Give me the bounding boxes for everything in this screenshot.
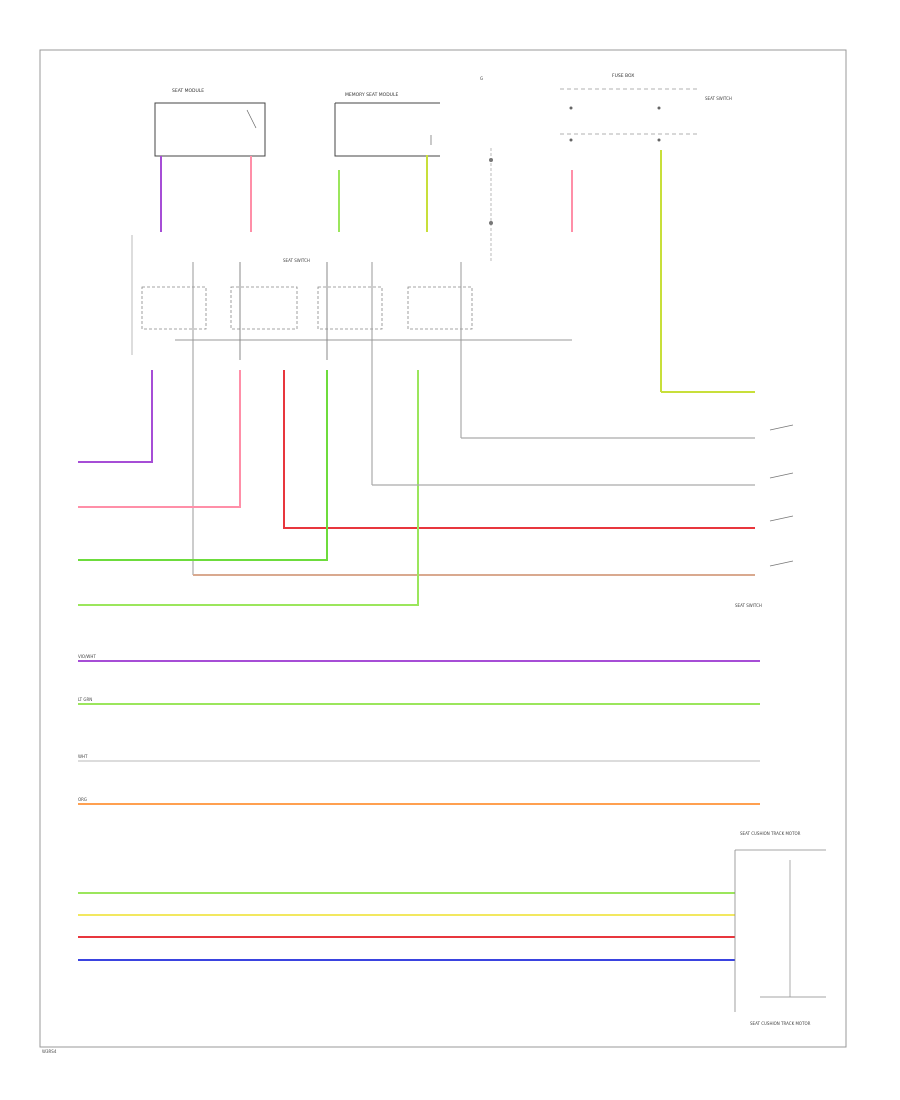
violet-wire-label: VIO/WHT [78,654,96,659]
seat-cushion-motor-label-top: SEAT CUSHION TRACK MOTOR [740,831,801,836]
fuse-box-label: FUSE BOX [612,73,634,79]
left-module: SEAT MODULE [154,88,266,157]
diagram-border [39,49,847,1048]
red-wire [283,370,755,529]
seat-cushion-motor: SEAT CUSHION TRACK MOTOR SEAT CUSHION TR… [734,831,826,1026]
seat-switch-assembly: SEAT SWITCH [131,235,572,355]
right-seat-switches: SEAT SWITCH [735,424,794,608]
right-notes-label: SEAT SWITCH [705,96,732,101]
light-green-wire-label: LT GRN [78,697,92,702]
seat-switch-right-label: SEAT SWITCH [735,603,762,608]
pink-wire-left [78,370,241,508]
sheet-code: W3RS4 [42,1049,57,1054]
green-wire-left [78,370,328,561]
memory-module: MEMORY SEAT MODULE [334,92,440,157]
fuse-box: FUSE BOX SEAT SWITCH [560,73,732,142]
seat-cushion-motor-label-bottom: SEAT CUSHION TRACK MOTOR [750,1021,811,1026]
ground-label: G [480,76,483,81]
memory-module-label: MEMORY SEAT MODULE [345,92,398,98]
ground-symbol: G [480,76,493,262]
white-wire-label: WHT [78,754,88,759]
violet-wire-left [78,370,153,463]
seat-switch-label: SEAT SWITCH [283,258,310,263]
left-module-label: SEAT MODULE [172,88,204,94]
orange-wire-label: ORG [78,797,87,802]
light-green-wire-left [78,370,419,606]
